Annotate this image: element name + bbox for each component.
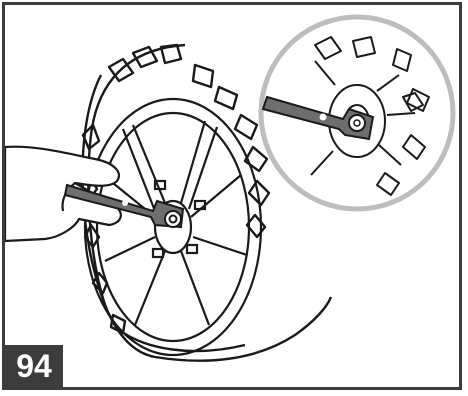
magnified-detail-icon: [261, 17, 453, 209]
axle-nut-icon: [165, 211, 181, 227]
step-frame: 94: [2, 2, 462, 390]
hand-icon: [5, 147, 121, 241]
wheel-removal-illustration: [5, 5, 459, 387]
step-number-badge: 94: [5, 345, 63, 387]
